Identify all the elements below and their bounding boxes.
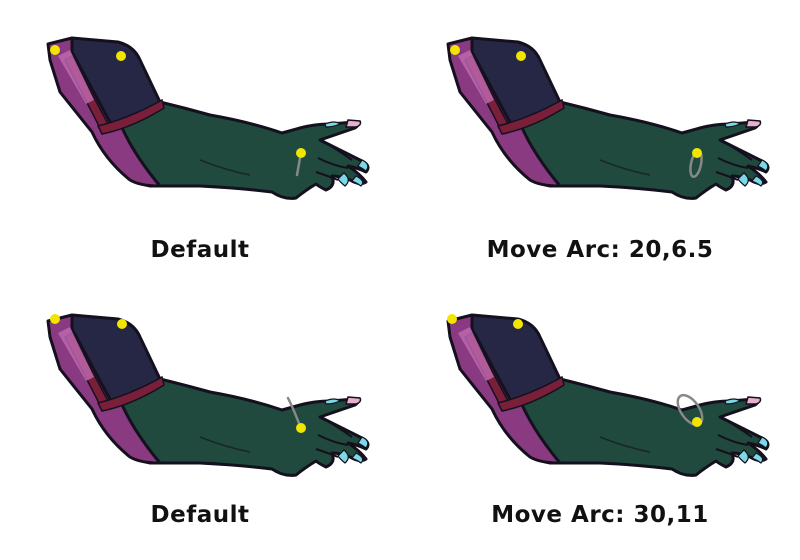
panel-caption: Default <box>150 237 250 263</box>
shoulder-pivot-point <box>447 314 457 324</box>
panel-caption: Move Arc: 20,6.5 <box>486 237 714 263</box>
arm-illustration <box>446 313 770 477</box>
panel-caption: Move Arc: 30,11 <box>491 502 709 528</box>
panel-default-top: Default <box>0 0 400 280</box>
arm-illustration <box>46 313 370 477</box>
arm-illustration <box>46 36 370 200</box>
shoulder-pivot-point <box>117 319 127 329</box>
shoulder-pivot-point <box>516 51 526 61</box>
shoulder-pivot-point <box>50 45 60 55</box>
panel-move-arc-20-6-5: Move Arc: 20,6.5 <box>400 0 800 280</box>
wrist-arc <box>286 396 302 428</box>
wrist-pivot-point <box>692 148 702 158</box>
wrist-pivot-point <box>296 423 306 433</box>
arm-illustration <box>446 36 770 200</box>
shoulder-pivot-point <box>116 51 126 61</box>
shoulder-pivot-point <box>50 314 60 324</box>
wrist-pivot-point <box>692 417 702 427</box>
shoulder-pivot-point <box>450 45 460 55</box>
panel-caption: Default <box>150 502 250 528</box>
wrist-pivot-point <box>296 148 306 158</box>
wrist-arc <box>295 156 302 177</box>
panel-default-bottom: Default <box>0 280 400 560</box>
shoulder-pivot-point <box>513 319 523 329</box>
panel-move-arc-30-11: Move Arc: 30,11 <box>400 280 800 560</box>
